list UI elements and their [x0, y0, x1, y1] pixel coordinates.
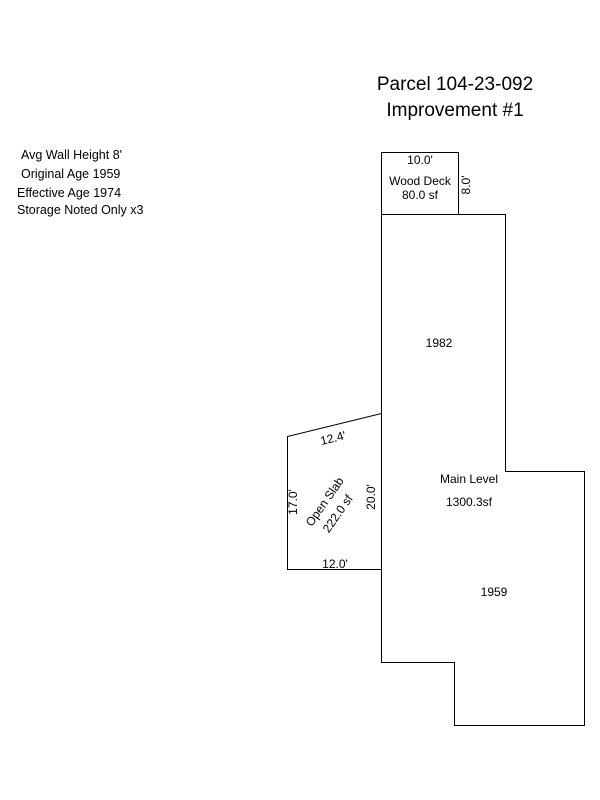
note-wall-height: Avg Wall Height 8': [21, 148, 123, 162]
slab-bottom-dim-label: 12.0': [322, 557, 348, 571]
note-original-age: Original Age 1959: [21, 167, 121, 181]
note-storage: Storage Noted Only x3: [17, 203, 144, 217]
main-level-name-label: Main Level: [440, 472, 498, 486]
deck-width-label: 10.0': [407, 153, 433, 167]
note-effective-age: Effective Age 1974: [17, 186, 122, 200]
deck-area-label: 80.0 sf: [402, 188, 439, 202]
improvement-title: Improvement #1: [386, 100, 524, 121]
slab-left-dim-label: 17.0': [286, 489, 300, 515]
main-level-outline: [381, 214, 585, 726]
addition-year-label: 1982: [426, 336, 453, 350]
slab-top-dim-label: 12.4': [319, 428, 347, 448]
deck-depth-label: 8.0': [459, 176, 473, 195]
slab-right-dim-label: 20.0': [364, 484, 378, 510]
original-year-label: 1959: [481, 585, 508, 599]
parcel-title: Parcel 104-23-092: [376, 74, 534, 95]
deck-name-label: Wood Deck: [389, 174, 452, 188]
open-slab-outline: [287, 412, 382, 570]
main-level-area-label: 1300.3sf: [446, 495, 493, 509]
